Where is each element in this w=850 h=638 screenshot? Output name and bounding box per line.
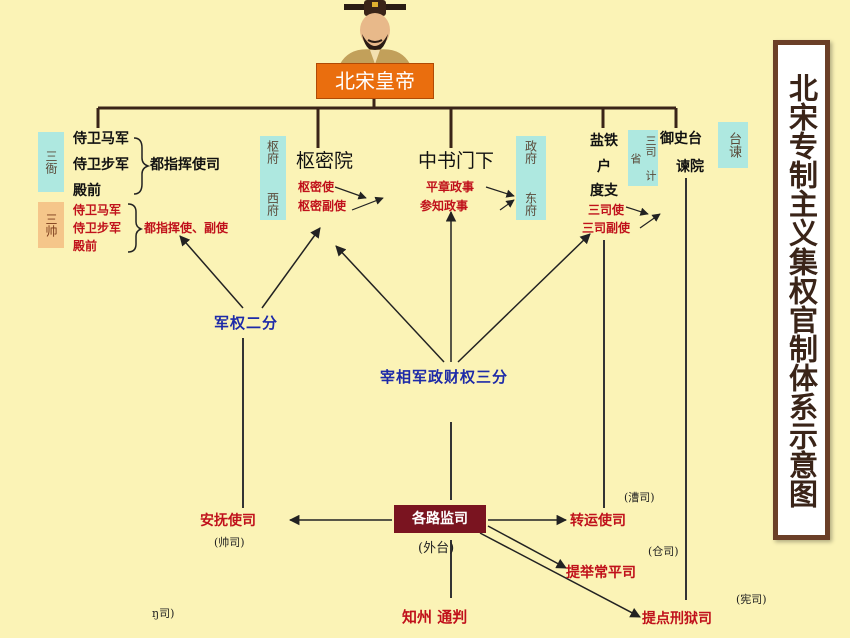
sanshuai-suffix: 都指挥使、副使 [144, 221, 229, 235]
dbl-arrow-zhongshu-1 [485, 186, 515, 198]
dbl-arrow-sansi-1 [625, 206, 649, 216]
zhuanyun-label: 转运使司 [570, 513, 626, 529]
sansi-box: 三司 计省 [628, 130, 658, 186]
tidian-label: 提点刑狱司 [642, 611, 712, 627]
tidian-note: (宪司) [736, 593, 767, 606]
sanya-item-2: 侍卫步军 [73, 157, 129, 173]
title-panel: 北宋专制主义集权官制体系示意图 [773, 40, 830, 540]
sansi-item-1: 盐铁 [590, 133, 618, 149]
jianlu-box: 各路监司 [394, 505, 486, 533]
arrow-mil-right [261, 227, 321, 309]
zhongshu-side-top: 政府 [523, 140, 538, 164]
tiju-label: 提举常平司 [566, 565, 636, 581]
arrow-mil-left [179, 235, 244, 309]
dbl-arrow-shumi-2 [351, 196, 384, 211]
jiantai-item-1: 御史台 [660, 131, 702, 147]
sanya-box: 三衙 [38, 132, 64, 192]
bottom-left-fragment: ŋ司) [152, 607, 175, 620]
zhizhou-label: 知州 通判 [402, 608, 468, 626]
jianlu-note: (外台) [418, 541, 455, 556]
zhongshu-official-2: 参知政事 [420, 199, 469, 213]
sansi-official-1: 三司使 [588, 203, 625, 217]
dbl-arrow-shumi-1 [334, 186, 367, 200]
sanya-item-1: 侍卫马军 [73, 131, 129, 147]
sansi-item-2: 户 [597, 159, 611, 175]
sansi-item-3: 度支 [590, 183, 618, 199]
brace-sanshuai [127, 203, 144, 253]
zhongshu-official-1: 平章政事 [426, 180, 475, 194]
shumi-name: 枢密院 [296, 150, 354, 172]
shumi-official-2: 枢密副使 [298, 199, 347, 213]
title-panel-inner: 北宋专制主义集权官制体系示意图 [778, 45, 825, 535]
tiju-note: (仓司) [648, 545, 679, 558]
jiantai-item-2: 谏院 [676, 159, 704, 175]
zhuanyun-note: (漕司) [624, 491, 655, 504]
sanshuai-item-1: 侍卫马军 [73, 203, 122, 217]
dbl-arrow-zhongshu-2 [499, 199, 515, 211]
brace-sanya [133, 137, 151, 195]
arrow-three-left [335, 245, 445, 363]
anfu-label: 安抚使司 [200, 513, 256, 529]
arrow-three-right [457, 233, 591, 363]
jiantai-box: 台谏 [718, 122, 748, 168]
zhongshu-side-bottom: 东府 [523, 192, 538, 216]
sanshuai-item-3: 殿前 [73, 239, 98, 253]
arrow-tidian [479, 532, 641, 618]
zhongshu-side-box: 政府 东府 [516, 136, 546, 220]
sanshuai-box: 三帅 [38, 202, 64, 248]
emperor-box: 北宋皇帝 [316, 63, 434, 99]
sanya-suffix: 都指挥使司 [150, 157, 220, 173]
sansi-official-2: 三司副使 [582, 221, 631, 235]
zhongshu-name: 中书门下 [418, 150, 495, 172]
diagram-title: 北宋专制主义集权官制体系示意图 [784, 72, 819, 508]
dbl-arrow-sansi-2 [639, 213, 661, 229]
shumi-side-box: 枢府 西府 [260, 136, 286, 220]
emperor-portrait-image [340, 0, 410, 64]
three-split-label: 宰相军政财权三分 [380, 368, 509, 386]
shumi-side-top: 枢府 [265, 140, 280, 164]
sanya-item-3: 殿前 [73, 183, 101, 199]
sanshuai-item-2: 侍卫步军 [73, 221, 122, 235]
arrow-tiju [487, 525, 567, 569]
military-split-label: 军权二分 [214, 314, 279, 332]
shumi-official-1: 枢密使 [298, 180, 335, 194]
anfu-note: (帅司) [214, 536, 245, 549]
shumi-side-bottom: 西府 [265, 192, 280, 216]
